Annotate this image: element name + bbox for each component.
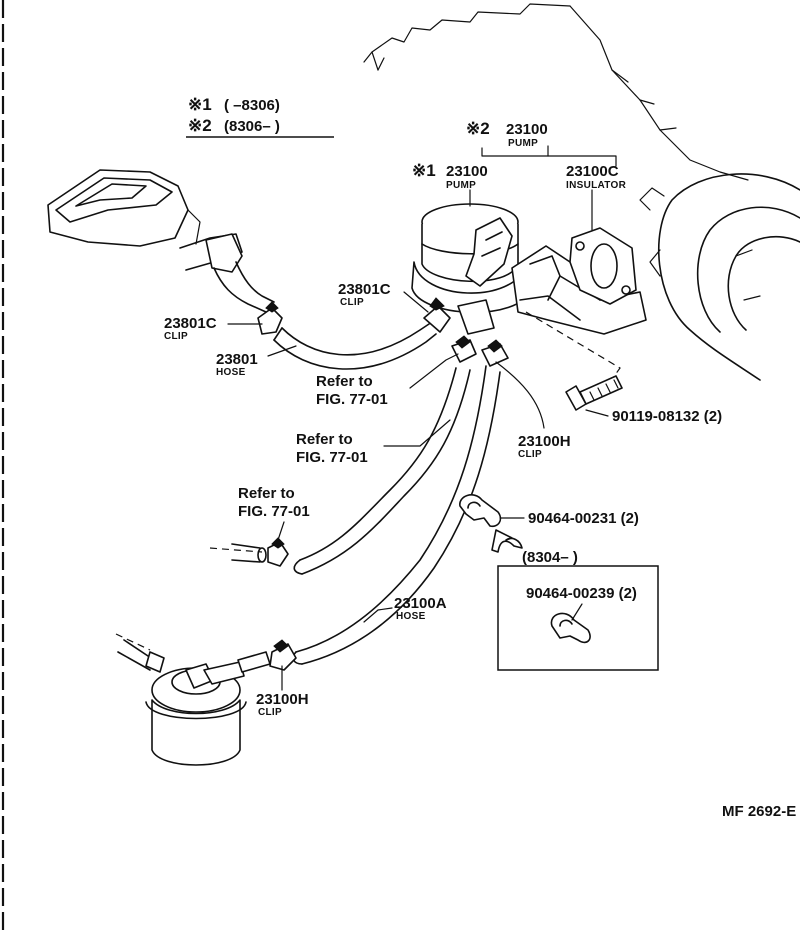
clip-filter-side-name: CLIP xyxy=(258,707,282,718)
label-clip-upper-right: 23801C CLIP xyxy=(338,281,391,308)
bolt xyxy=(565,375,623,411)
label-clip-pump-side: 23100H CLIP xyxy=(518,433,571,460)
legend-range-2: (8306– ) xyxy=(224,118,280,135)
clamp-new-number: 90464-00231 (2) xyxy=(528,510,639,527)
pump-1-mark: ※1 xyxy=(412,161,436,180)
clip-upper-right xyxy=(423,297,451,333)
pump-2-name: PUMP xyxy=(508,138,538,149)
fuel-pipe-stub xyxy=(209,537,289,567)
label-hose-upper: 23801 HOSE xyxy=(216,351,258,378)
replacement-arrow xyxy=(491,529,523,553)
label-insulator: 23100C INSULATOR xyxy=(566,163,627,191)
clip-pump-side-number: 23100H xyxy=(518,433,571,450)
bolt-number: 90119-08132 (2) xyxy=(612,408,722,425)
legend-range-1: ( –8306) xyxy=(224,97,280,114)
clip-pump-side-name: CLIP xyxy=(518,449,542,460)
label-clip-upper-left: 23801C CLIP xyxy=(164,315,217,342)
label-clip-filter-side: 23100H CLIP xyxy=(256,691,309,718)
pump-1-number: 23100 xyxy=(446,163,488,180)
return-hose xyxy=(293,367,471,575)
fuel-pump-assembly xyxy=(411,203,647,335)
label-ref-2: Refer to FIG. 77-01 xyxy=(296,431,368,466)
label-pump-1: ※1 23100 PUMP xyxy=(412,161,488,191)
clip-upper-left-name: CLIP xyxy=(164,331,188,342)
label-inset-range: (8304– ) xyxy=(522,549,578,566)
pump-1-name: PUMP xyxy=(446,180,476,191)
figure-code: MF 2692-E xyxy=(722,803,796,820)
label-pump-2: ※2 23100 PUMP xyxy=(466,119,548,149)
pump-2-number: 23100 xyxy=(506,121,548,138)
clamp-old-number: 90464-00239 (2) xyxy=(526,585,637,602)
ref-2-line1: Refer to xyxy=(296,431,353,448)
label-bolt: 90119-08132 (2) xyxy=(612,408,722,425)
label-ref-3: Refer to FIG. 77-01 xyxy=(238,485,310,520)
ref-2-line2: FIG. 77-01 xyxy=(296,449,368,466)
legend-mark-2: ※2 xyxy=(188,116,212,135)
label-ref-1: Refer to FIG. 77-01 xyxy=(316,373,388,408)
insulator-gasket xyxy=(569,227,637,305)
label-clamp-new: 90464-00231 (2) xyxy=(528,510,639,527)
hose-lower-number: 23100A xyxy=(394,595,447,612)
flywheel-housing xyxy=(639,173,800,381)
insulator-number: 23100C xyxy=(566,163,619,180)
engine-block-outline xyxy=(363,3,749,181)
clip-upper-left xyxy=(257,301,283,335)
clip-upper-left-number: 23801C xyxy=(164,315,217,332)
inset-range-text: (8304– ) xyxy=(522,549,578,566)
label-clamp-old: 90464-00239 (2) xyxy=(526,585,637,602)
clip-upper-right-name: CLIP xyxy=(340,297,364,308)
clip-pump-outlet xyxy=(451,335,509,367)
legend-mark-1: ※1 xyxy=(188,95,212,114)
hose-upper-name: HOSE xyxy=(216,367,246,378)
hose-upper-number: 23801 xyxy=(216,351,258,368)
leader-lines xyxy=(227,145,617,691)
label-hose-lower: 23100A HOSE xyxy=(394,595,447,622)
legend: ※1 ( –8306) ※2 (8306– ) xyxy=(186,95,334,138)
ref-1-line2: FIG. 77-01 xyxy=(316,391,388,408)
clip-filter-side-number: 23100H xyxy=(256,691,309,708)
fuel-filter xyxy=(115,633,271,766)
insulator-name: INSULATOR xyxy=(566,180,627,191)
ref-1-line1: Refer to xyxy=(316,373,373,390)
ref-3-line2: FIG. 77-01 xyxy=(238,503,310,520)
ref-3-line1: Refer to xyxy=(238,485,295,502)
old-clamp-inset-box xyxy=(497,565,659,671)
clamp-90464-00239 xyxy=(550,612,591,644)
clip-filter-side xyxy=(269,639,297,671)
clamp-90464-00231 xyxy=(459,494,502,528)
clip-upper-right-number: 23801C xyxy=(338,281,391,298)
upper-hose xyxy=(273,321,437,370)
cylinder-head-cover xyxy=(47,169,275,313)
hose-lower-name: HOSE xyxy=(396,611,426,622)
pump-2-mark: ※2 xyxy=(466,119,490,138)
